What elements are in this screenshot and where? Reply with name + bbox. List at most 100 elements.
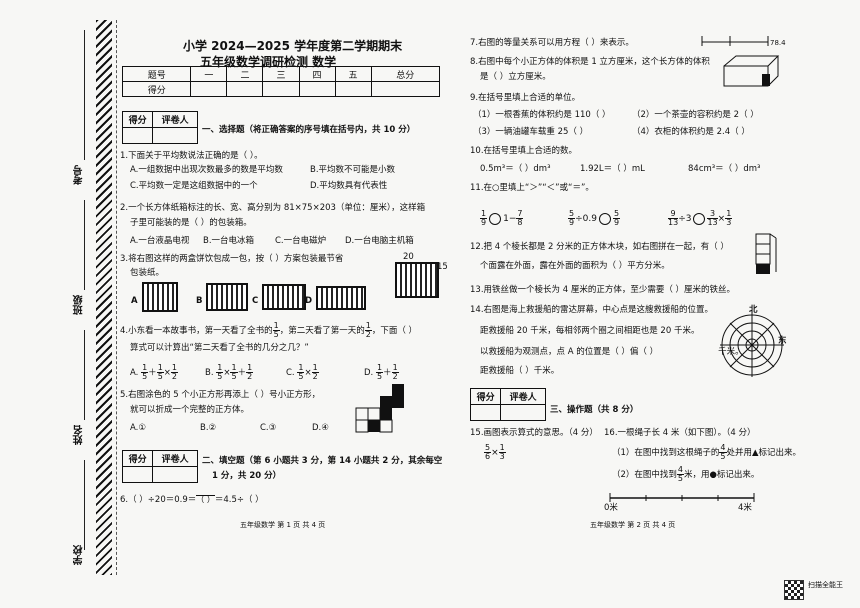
q10-text: 10.在括号里填上合适的数。 [470,146,578,156]
grader-name-cell[interactable] [500,404,546,421]
q3-text-cont: 包装纸。 [130,268,165,278]
score-cell[interactable] [190,81,228,97]
q12-text: 12.把 4 个棱长都是 2 分米的正方体木块，如右图拼在一起，有（ ） [470,242,729,252]
rope-number-line [609,493,755,502]
radar-figure [720,311,784,377]
q14-text-cont: 距救援船 20 千米，每相邻两个圈之间相距也是 20 千米。 [480,326,700,336]
scanner-watermark: 扫描全能王 [808,581,843,589]
q3-box-b [206,283,248,311]
grader-score-cell[interactable] [121,127,154,144]
score-header: 题号 [121,66,192,82]
q13-text: 13.用铁丝做一个棱长为 4 厘米的正方体，至少需要（ ）厘米的铁丝。 [470,285,736,295]
score-cell[interactable] [370,81,441,97]
q9-item-1: （1）一根香蕉的体积约是 110（ ） [473,110,611,120]
axis-start-label: 0米 [604,503,618,513]
q5-option-b: B.② [200,423,217,433]
q11-text: 11.在○里填上“＞”“＜”或“＝”。 [470,183,594,193]
footer-page-1: 五年级数学 第 1 页 共 4 页 [240,521,326,529]
q10-item-1: 0.5m³＝（ ）dm³ [480,164,551,174]
q2-text: 2.一个长方体纸箱标注的长、宽、高分别为 81×75×203（单位：厘米），这样… [120,203,426,213]
q1-option-a: A.一组数据中出现次数最多的数是平均数 [130,165,283,175]
side-line [84,30,85,160]
axis-end-label: 4米 [738,503,752,513]
compare-circle[interactable] [598,212,611,225]
q9-item-3: （3）一辆油罐车载重 25（ ） [473,127,589,137]
q1-option-d: D.平均数具有代表性 [310,181,388,191]
side-line [84,200,85,290]
q8-text-cont: 是（ ）立方厘米。 [480,72,551,82]
q7-value: 78.4 [770,39,786,47]
q3-dim-20: 20 [403,252,414,262]
q3-option-b: B [196,296,203,306]
q3-option-c: C [252,296,259,306]
q3-box-d [316,286,366,310]
q15-text: 15.画图表示算式的意思。（4 分） [470,428,598,438]
cube-net-figure [355,384,404,433]
side-line [84,330,85,420]
q10-item-2: 1.92L＝（ ）mL [580,164,645,174]
q14-text: 14.右图是海上救援船的雷达屏幕，中心点是这艘救援船的位置。 [470,305,714,315]
grader-score-label: 得分 [469,388,502,405]
q8-text: 8.右图中每个小正方体的体积是 1 立方厘米，这个长方体的体积 [470,57,710,67]
q9-item-2: （2）一个茶壶的容积约是 2（ ） [632,110,759,120]
footer-page-2: 五年级数学 第 2 页 共 4 页 [590,521,676,529]
score-header: 三 [262,66,300,82]
score-cell[interactable] [262,81,300,97]
q12-text-cont: 个面露在外面，露在外面的面积为（ ）平方分米。 [480,261,670,271]
grader-box: 得分评卷人 [121,450,198,483]
compare-circle[interactable] [693,212,706,225]
grader-score-label: 得分 [121,111,154,128]
grader-name-cell[interactable] [152,466,198,483]
q7-text: 7.右图的等量关系可以用方程（ ）来表示。 [470,38,634,48]
q14-a: 以救援船为观测点，点 A 的位置是（ ）偏（ ）千米。 [480,347,744,357]
scanner-qr-icon [784,580,804,600]
exam-number-label: 考号 [74,165,85,185]
grader-score-label: 得分 [121,450,154,467]
q12-blocks-figure [755,233,777,274]
score-header: 一 [190,66,228,82]
q3-box-c [262,284,306,310]
q9-item-4: （4）衣柜的体积约是 2.4（ ） [632,127,750,137]
score-cell[interactable] [334,81,372,97]
cut-line [116,20,117,575]
grader-name-label: 评卷人 [152,450,198,467]
grader-score-cell[interactable] [121,466,154,483]
q7-line-figure [701,36,769,46]
score-cell[interactable] [226,81,264,97]
q5-option-d: D.④ [312,423,329,433]
q2-option-d: D.一台电脑主机箱 [345,236,414,246]
class-label: 班级 [74,295,85,315]
grader-score-cell[interactable] [469,404,502,421]
score-table: 题号 一 二 三 四 五 总分 得分 [121,66,441,97]
side-line [84,460,85,550]
grader-box: 得分评卷人 [469,388,546,421]
q4-text-cont: 算式可以计算出“第二天看了全书的几分之几？” [130,343,309,353]
q5-text: 5.右图涂色的 5 个小正方形再添上（ ）号小正方形， [120,390,321,400]
compare-circle[interactable] [489,212,502,225]
q1-option-b: B.平均数不可能是小数 [310,165,396,175]
score-header: 五 [334,66,372,82]
q10-item-3: 84cm³＝（ ）dm³ [688,164,761,174]
grader-name-label: 评卷人 [152,111,198,128]
grader-name-cell[interactable] [152,127,198,144]
radar-east-label: 东 [778,336,787,346]
section1-title: 一、选择题（将正确答案的序号填在括号内，共 10 分） [202,125,416,135]
q16-text: 16.一根绳子长 4 米（如下图）。（4 分） [604,428,756,438]
q2-text-cont: 子里可能装的是（ ）的包装箱。 [130,218,252,228]
score-header: 二 [226,66,264,82]
score-row-label: 得分 [121,81,192,97]
binding-strip [96,20,112,575]
q5-option-c: C.③ [260,423,277,433]
section3-title: 三、操作题（共 8 分） [550,405,639,415]
score-cell[interactable] [298,81,336,97]
